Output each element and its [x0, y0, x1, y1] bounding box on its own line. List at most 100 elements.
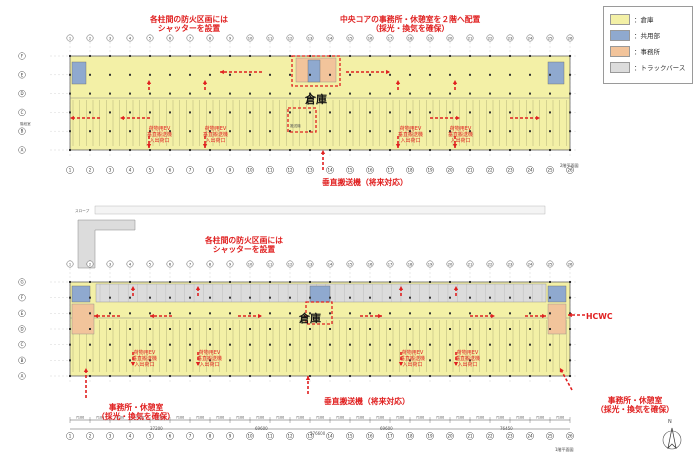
- bottom-dim-label-2: 7100: [116, 416, 124, 420]
- bottom-post-4-E: [129, 312, 131, 315]
- bottom-arrow-h-1-head: [150, 313, 154, 319]
- top-col-bubble-top-18: [406, 34, 414, 42]
- top-row-bubble-F: [18, 52, 26, 60]
- bottom-post-13-F: [309, 296, 311, 299]
- top-cargo-note-3-line3: 入出荷口: [400, 138, 421, 144]
- bottom-ramp: [77, 219, 136, 269]
- top-post-11-C: [269, 111, 271, 114]
- bottom-post-8-E: [209, 312, 211, 315]
- bottom-row-bubble-A: [18, 372, 26, 380]
- bottom-post-18-G: [409, 281, 411, 283]
- bottom-post-5-C: [149, 343, 151, 346]
- top-post-4-B: [129, 130, 131, 133]
- bottom-col-number-top-8: 8: [209, 263, 212, 267]
- top-col-number-9: 9: [229, 168, 232, 173]
- bottom-dim-label-6: 7100: [196, 416, 204, 420]
- top-annotation-shutter: 各柱間の防火区画には シャッターを設置: [150, 15, 228, 33]
- bottom-col-number-11: 11: [267, 434, 273, 439]
- bottom-col-bubble-top-15: [346, 260, 354, 268]
- bottom-col-bubble-top-1: [66, 260, 74, 268]
- top-post-9-C: [229, 111, 231, 114]
- bottom-col-number-16: 16: [367, 434, 373, 439]
- bottom-dim-label-11: 7100: [296, 416, 304, 420]
- bottom-post-4-D: [129, 328, 131, 330]
- bottom-post-11-B: [269, 359, 271, 362]
- top-col-number-25: 25: [547, 168, 553, 173]
- bottom-post-24-F: [529, 296, 531, 299]
- bottom-post-16-E: [369, 312, 371, 315]
- bottom-col-bubble-23: [506, 432, 514, 440]
- top-col-bubble-21: [466, 166, 474, 174]
- top-post-25-B: [549, 130, 551, 133]
- top-post-8-A: [209, 149, 211, 151]
- top-col-number-3: 3: [109, 168, 112, 173]
- top-arrow-h-3-head: [120, 115, 124, 121]
- top-col-number-15: 15: [347, 168, 353, 173]
- bottom-col-bubble-top-20: [446, 260, 454, 268]
- top-col-number-19: 19: [427, 168, 433, 173]
- bottom-col-number-top-24: 24: [528, 263, 533, 267]
- bottom-col-number-top-4: 4: [129, 263, 132, 267]
- bottom-floor-note: 1階平面図: [555, 447, 574, 452]
- bottom-road: [94, 205, 546, 215]
- top-col-number-17: 17: [387, 168, 393, 173]
- top-dashed-box-1: [287, 107, 317, 133]
- bottom-post-16-A: [369, 375, 371, 377]
- top-post-1-A: [69, 149, 71, 151]
- bottom-post-1-B: [69, 359, 71, 362]
- bottom-col-bubble-11: [266, 432, 274, 440]
- bottom-row-letter-A: A: [21, 374, 24, 379]
- legend-item-common: ：共用部: [610, 29, 660, 41]
- top-post-22-F: [489, 55, 491, 57]
- bottom-col-number-top-17: 17: [388, 263, 393, 267]
- top-post-23-F: [509, 55, 511, 57]
- bottom-post-16-C: [369, 343, 371, 346]
- top-col-bubble-top-20: [446, 34, 454, 42]
- top-col-bubble-17: [386, 166, 394, 174]
- bottom-col-bubble-6: [166, 432, 174, 440]
- bottom-post-23-A: [509, 375, 511, 377]
- top-annotation-core-line2: （採光・換気を確保）: [371, 24, 450, 33]
- top-col-bubble-top-16: [366, 34, 374, 42]
- bottom-post-6-B: [169, 359, 171, 362]
- top-post-11-E: [269, 73, 271, 76]
- top-arrow-v-8-head: [320, 150, 326, 154]
- bottom-post-1-E: [69, 312, 71, 315]
- bottom-post-7-A: [189, 375, 191, 377]
- top-post-22-E: [489, 73, 491, 76]
- top-building: [69, 55, 571, 151]
- bottom-col-number-23: 23: [507, 434, 513, 439]
- top-post-14-E: [329, 73, 331, 76]
- top-col-bubble-13: [306, 166, 314, 174]
- top-post-19-F: [429, 55, 431, 57]
- bottom-post-11-E: [269, 312, 271, 315]
- bottom-post-11-C: [269, 343, 271, 346]
- top-row-letter-D: D: [20, 91, 23, 96]
- bottom-col-number-top-20: 20: [448, 263, 453, 267]
- top-post-20-A: [449, 149, 451, 151]
- bottom-post-4-G: [129, 281, 131, 283]
- top-post-25-E: [549, 73, 551, 76]
- bottom-annotation-hcwc: HCWC: [586, 312, 613, 321]
- top-post-9-B: [229, 130, 231, 133]
- legend-label-truck: ：トラックバース: [634, 64, 686, 72]
- top-row-letter-E: E: [21, 72, 24, 77]
- top-post-24-E: [529, 73, 531, 76]
- top-cargo-note-3-line2: 垂直搬送機: [398, 132, 424, 138]
- top-col-bubble-top-11: [266, 34, 274, 42]
- top-warehouse-label: 倉庫: [305, 93, 327, 106]
- bottom-annotation-shutter: 各柱間の防火区画には シャッターを設置: [205, 236, 283, 254]
- bottom-post-21-F: [469, 296, 471, 299]
- bottom-post-20-D: [449, 328, 451, 330]
- bottom-dim-label-5: 7100: [176, 416, 184, 420]
- top-arrow-v-6-head: [452, 80, 458, 84]
- bottom-post-1-A: [69, 375, 71, 377]
- top-post-4-D: [129, 92, 131, 95]
- bottom-row-bubble-G: [18, 278, 26, 286]
- top-post-13-C: [309, 111, 311, 114]
- bottom-row-letter-D: D: [20, 327, 23, 332]
- top-col-number-top-3: 3: [109, 37, 111, 41]
- top-arrow-v-1-head: [146, 144, 152, 148]
